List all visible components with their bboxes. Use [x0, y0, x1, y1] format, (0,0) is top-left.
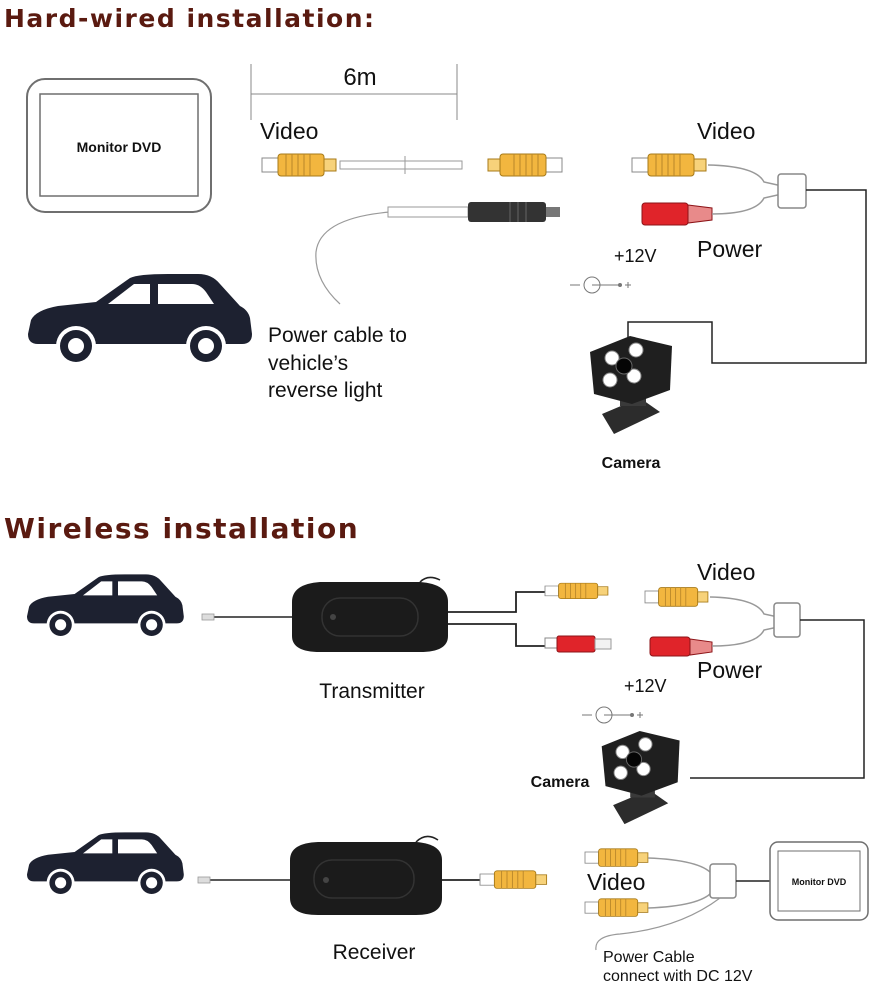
video-plug-icon	[487, 153, 563, 177]
video-label-left: Video	[260, 118, 318, 144]
hardwired-title: Hard-wired installation:	[4, 4, 376, 33]
car-icon	[27, 574, 184, 639]
power-plug-icon	[544, 635, 612, 653]
video-plug-icon	[584, 898, 649, 917]
video-plug-icon	[584, 848, 649, 867]
wireless-title: Wireless installation	[4, 512, 359, 545]
power-lead-cable	[315, 202, 560, 305]
car-icon	[27, 832, 184, 897]
camera-harness-cable	[690, 596, 865, 779]
receiver-module	[197, 835, 494, 915]
monitor-icon	[769, 841, 869, 921]
voltage-label: +12V	[624, 676, 667, 696]
video-label-bottom: Video	[587, 869, 645, 895]
transmitter-module	[201, 576, 548, 652]
camera-icon	[601, 730, 681, 825]
car-icon	[28, 274, 252, 366]
power-cable-label-line3: reverse light	[268, 379, 383, 402]
video-extension-cable	[339, 156, 463, 174]
monitor-icon	[26, 78, 212, 213]
video-label-top: Video	[697, 559, 755, 585]
power-label: Power	[697, 236, 763, 262]
camera-label: Camera	[602, 455, 661, 472]
monitor-harness-cable	[595, 857, 770, 951]
transmitter-label: Transmitter	[319, 680, 424, 703]
video-plug-icon	[644, 587, 709, 607]
power-label: Power	[697, 657, 763, 683]
camera-icon	[589, 335, 673, 435]
polarity-symbol-icon	[581, 706, 644, 724]
video-plug-icon	[479, 870, 548, 889]
receiver-label: Receiver	[333, 941, 416, 964]
monitor-label: Monitor DVD	[792, 877, 847, 887]
power-cable-label-line2: vehicle’s	[268, 352, 348, 375]
video-plug-icon	[631, 153, 707, 177]
distance-label: 6m	[343, 64, 376, 91]
power-cable-label-line2: connect with DC 12V	[603, 968, 753, 985]
distance-marker	[250, 64, 458, 120]
power-plug-icon	[641, 202, 713, 226]
camera-harness-cable	[627, 164, 867, 364]
camera-label: Camera	[531, 774, 590, 791]
polarity-symbol-icon	[569, 276, 632, 294]
power-cable-label-line1: Power Cable	[603, 949, 695, 966]
monitor-label: Monitor DVD	[77, 139, 162, 155]
power-plug-icon	[649, 636, 713, 657]
video-plug-icon	[544, 582, 609, 600]
video-plug-icon	[261, 153, 337, 177]
video-label-right: Video	[697, 118, 755, 144]
voltage-label: +12V	[614, 246, 657, 266]
power-cable-label-line1: Power cable to	[268, 324, 407, 347]
